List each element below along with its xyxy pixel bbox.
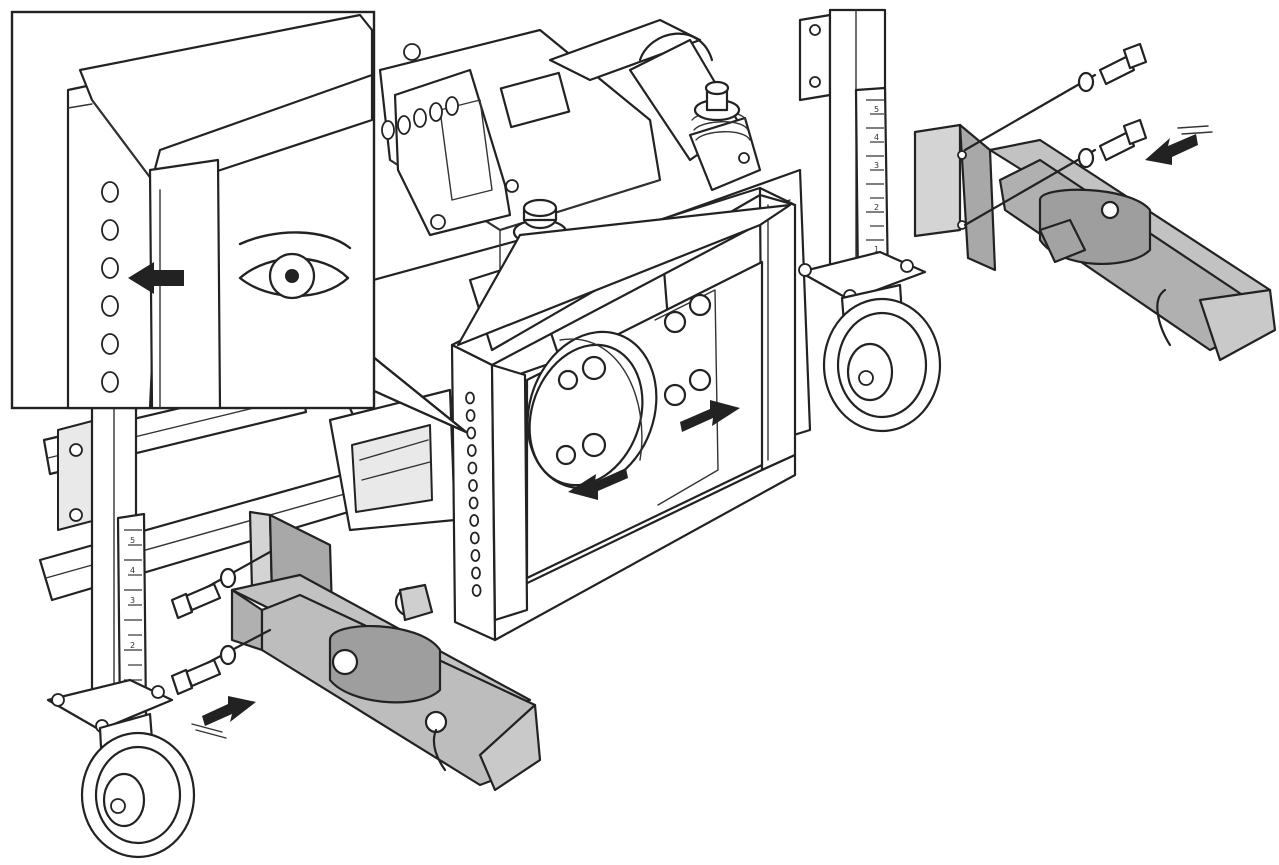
arrow-left-icon [1145, 125, 1213, 165]
frame-hole [467, 461, 478, 475]
frame-hole [466, 444, 477, 457]
scale-mark: 3 [874, 161, 879, 170]
right-caster-wheel [822, 283, 942, 433]
scale-mark: 4 [874, 133, 879, 142]
inset-hole [101, 295, 119, 317]
arrow-left-icon [568, 468, 628, 500]
scale-mark: 2 [130, 641, 135, 650]
frame-hole [469, 531, 480, 545]
inset-hole [101, 257, 119, 279]
inset-hole [101, 371, 119, 393]
direction-arrows [191, 125, 1213, 739]
left-bolts [170, 550, 272, 696]
right-column: 5 4 3 2 1 [798, 8, 927, 303]
detail-inset [10, 10, 468, 434]
scale-mark: 5 [874, 105, 879, 114]
frame-hole [468, 496, 479, 510]
frame-hole [471, 566, 481, 580]
frame-hole [465, 391, 475, 405]
left-leg-arm [230, 510, 542, 792]
frame-hole [471, 584, 482, 597]
right-bolts [963, 42, 1148, 227]
arrow-right-icon [191, 696, 256, 739]
mounting-disc [526, 330, 658, 490]
inset-hole-column [101, 181, 119, 393]
left-column: 5 4 3 2 1 [46, 398, 174, 733]
frame-hole [468, 479, 478, 492]
frame-hole [466, 426, 477, 440]
scale-mark: 5 [130, 536, 135, 545]
inset-hole [101, 181, 119, 203]
left-height-scale: 5 4 3 2 1 [124, 529, 142, 696]
arrow-left-icon [128, 262, 184, 294]
scale-mark: 3 [130, 596, 135, 605]
scale-mark: 1 [874, 245, 879, 254]
frame-hole [470, 549, 481, 562]
scale-mark: 4 [130, 566, 135, 575]
frame-nuts [663, 293, 712, 407]
frame-hole [469, 514, 480, 527]
left-caster-wheel [80, 712, 196, 859]
frame-hole [465, 409, 476, 422]
frame-hole-column [465, 391, 482, 597]
inset-hole [101, 219, 119, 241]
eye-icon [238, 231, 352, 300]
inset-hole [101, 333, 119, 355]
arrow-right-icon [680, 400, 740, 432]
scale-mark: 2 [874, 203, 879, 212]
right-leg-arm [913, 123, 1277, 362]
